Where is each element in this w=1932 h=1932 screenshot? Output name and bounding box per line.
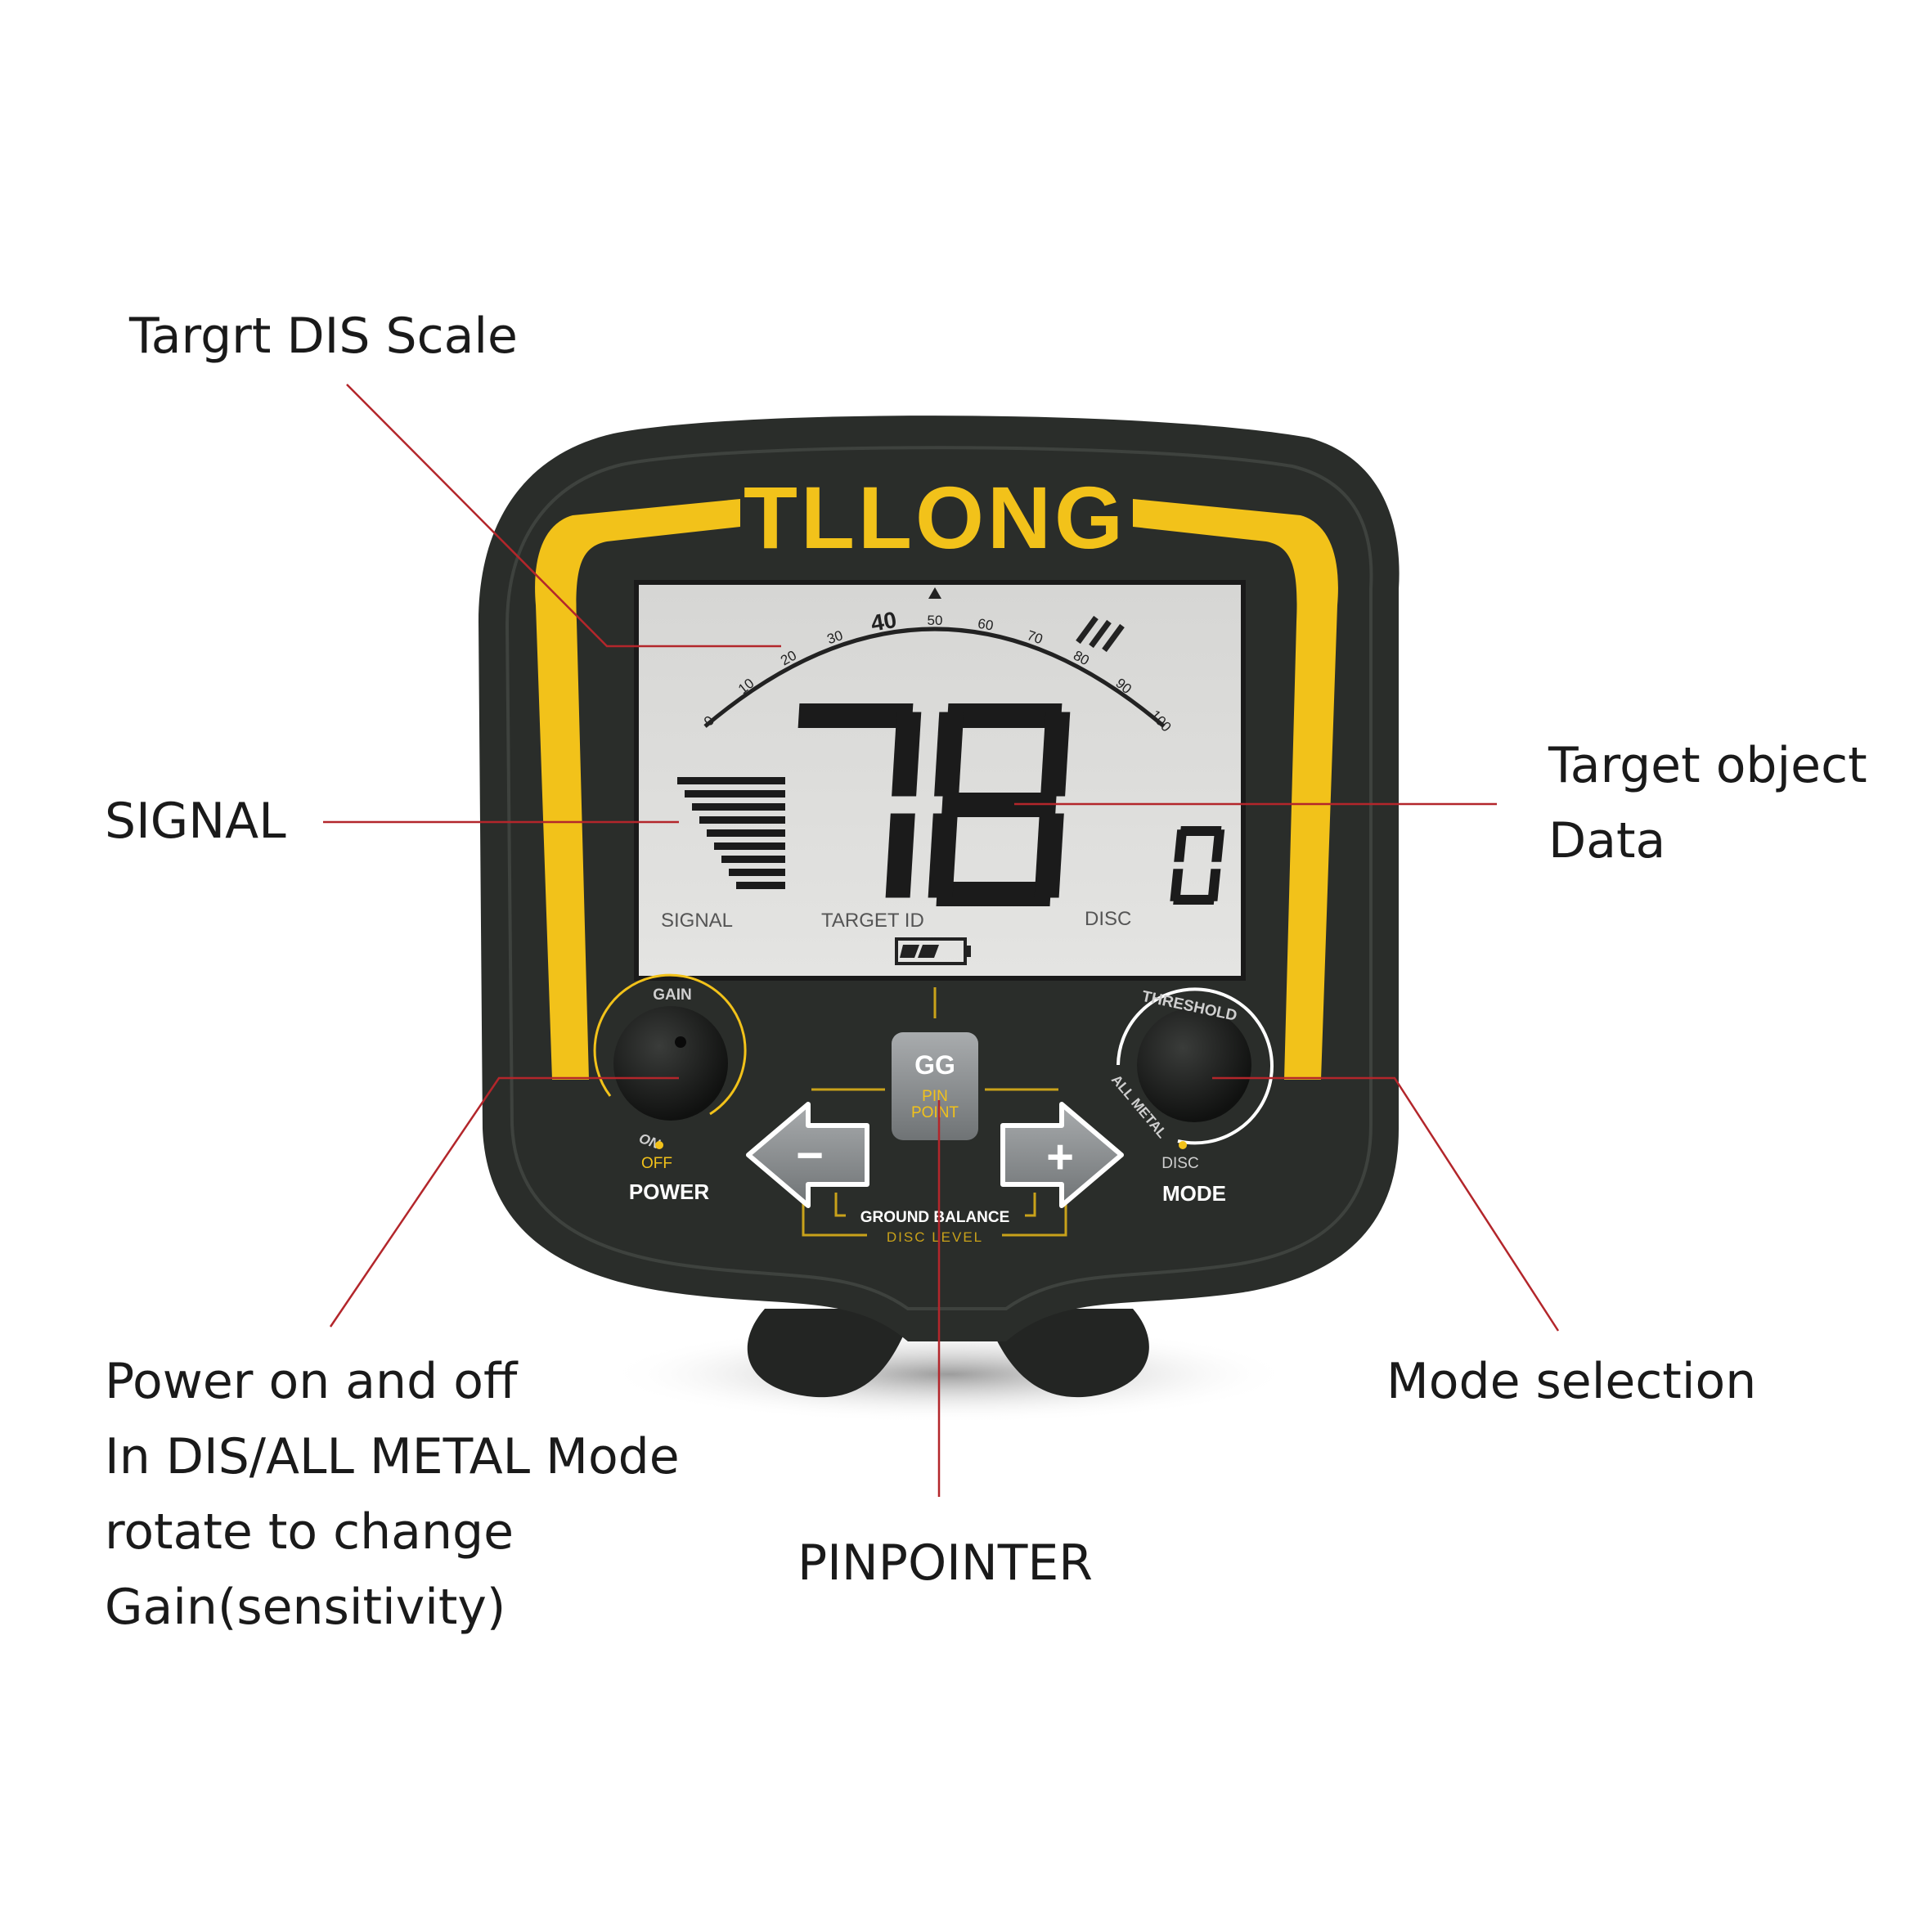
digit-segment-b bbox=[892, 712, 922, 797]
signal-bar bbox=[721, 856, 785, 863]
signal-bar bbox=[736, 882, 785, 889]
gain-label: GAIN bbox=[653, 986, 692, 1004]
scale-tick-label: 40 bbox=[869, 607, 898, 636]
callout-line: rotate to change bbox=[105, 1503, 514, 1561]
callout-power: Power on and off In DIS/ALL METAL Mode r… bbox=[105, 1344, 680, 1645]
signal-bar bbox=[685, 790, 785, 798]
signal-bar bbox=[707, 829, 785, 837]
digit-segment-b bbox=[1040, 712, 1071, 797]
ground-balance-label: GROUND BALANCE bbox=[860, 1209, 1010, 1226]
scale-pointer-icon bbox=[928, 587, 941, 599]
digit-segment-b bbox=[1211, 829, 1225, 862]
disc-digit bbox=[1170, 826, 1225, 905]
pinpoint-button[interactable] bbox=[892, 1032, 978, 1140]
callout-line: SIGNAL bbox=[105, 793, 286, 850]
digit-segment-d bbox=[1173, 895, 1215, 905]
plus-button[interactable] bbox=[1000, 1102, 1124, 1208]
dis-scale-arc bbox=[703, 627, 1166, 728]
signal-bar bbox=[729, 869, 785, 876]
disc-mode-label: DISC bbox=[1161, 1155, 1198, 1172]
off-label: OFF bbox=[641, 1155, 672, 1172]
digit-segment-e bbox=[928, 813, 958, 898]
keypad-guide-lines bbox=[802, 987, 1067, 1237]
signal-bar bbox=[677, 777, 785, 784]
callout-dis-scale: Targrt DIS Scale bbox=[129, 299, 518, 374]
minus-icon: − bbox=[796, 1129, 824, 1182]
callout-line: Targrt DIS Scale bbox=[129, 308, 518, 365]
scale-tick-label: 60 bbox=[977, 616, 995, 634]
lcd-label-disc: DISC bbox=[1085, 908, 1131, 930]
pinpoint-gg-label: GG bbox=[914, 1050, 955, 1080]
callout-signal: SIGNAL bbox=[105, 784, 286, 859]
signal-bar bbox=[714, 842, 785, 850]
disc-level-label: DISC LEVEL bbox=[887, 1229, 983, 1245]
pinpoint-pin-label: PIN bbox=[922, 1088, 948, 1105]
yellow-stripe-right bbox=[1133, 499, 1338, 1080]
target-id-digit bbox=[928, 703, 1071, 906]
callout-line: Target object bbox=[1548, 737, 1867, 794]
target-id-digit bbox=[798, 703, 922, 898]
digit-segment-a bbox=[1179, 826, 1222, 836]
signal-bar-meter bbox=[677, 777, 785, 889]
callout-line: Mode selection bbox=[1386, 1353, 1757, 1410]
digit-segment-f bbox=[1174, 829, 1188, 862]
scale-tick-label: 50 bbox=[928, 613, 943, 628]
brand-logo: TLLONG bbox=[744, 468, 1126, 567]
mode-label: MODE bbox=[1162, 1181, 1226, 1206]
digit-segment-g bbox=[941, 793, 1057, 817]
lcd-label-target-id: TARGET ID bbox=[821, 910, 924, 932]
power-gain-knob[interactable] bbox=[593, 973, 747, 1121]
scale-highlight-marks bbox=[1076, 615, 1125, 653]
callout-pinpointer: PINPOINTER bbox=[798, 1525, 1093, 1601]
power-label: POWER bbox=[629, 1179, 709, 1204]
digit-segment-c bbox=[1207, 869, 1221, 901]
target-id-digits bbox=[798, 703, 1071, 906]
digit-segment-c bbox=[1034, 813, 1064, 898]
mode-threshold-knob[interactable] bbox=[1117, 987, 1274, 1145]
signal-bar bbox=[692, 803, 785, 811]
digit-segment-d bbox=[936, 882, 1052, 906]
callout-mode: Mode selection bbox=[1386, 1344, 1756, 1419]
disc-dot-icon bbox=[1179, 1141, 1187, 1149]
signal-bar bbox=[699, 816, 785, 824]
callout-line: PINPOINTER bbox=[798, 1534, 1093, 1592]
battery-icon bbox=[895, 937, 971, 965]
digit-segment-e bbox=[1170, 869, 1184, 901]
callout-target-data: Target object Data bbox=[1548, 728, 1867, 878]
pinpoint-point-label: POINT bbox=[911, 1104, 959, 1121]
callout-line: Data bbox=[1548, 812, 1666, 869]
digit-segment-a bbox=[946, 703, 1063, 728]
disc-value-digit bbox=[1170, 826, 1225, 905]
plus-icon: + bbox=[1046, 1130, 1074, 1184]
digit-segment-f bbox=[934, 712, 964, 797]
lcd-label-signal: SIGNAL bbox=[661, 910, 733, 932]
callout-line: Gain(sensitivity) bbox=[105, 1579, 506, 1636]
minus-button[interactable] bbox=[746, 1102, 869, 1208]
callout-line: In DIS/ALL METAL Mode bbox=[105, 1428, 680, 1485]
digit-segment-a bbox=[798, 703, 914, 728]
digit-segment-c bbox=[885, 813, 915, 898]
yellow-stripe-left bbox=[535, 499, 740, 1080]
on-dot-icon bbox=[655, 1141, 663, 1149]
leader-lines bbox=[323, 384, 1560, 1497]
callout-line: Power on and off bbox=[105, 1353, 518, 1410]
